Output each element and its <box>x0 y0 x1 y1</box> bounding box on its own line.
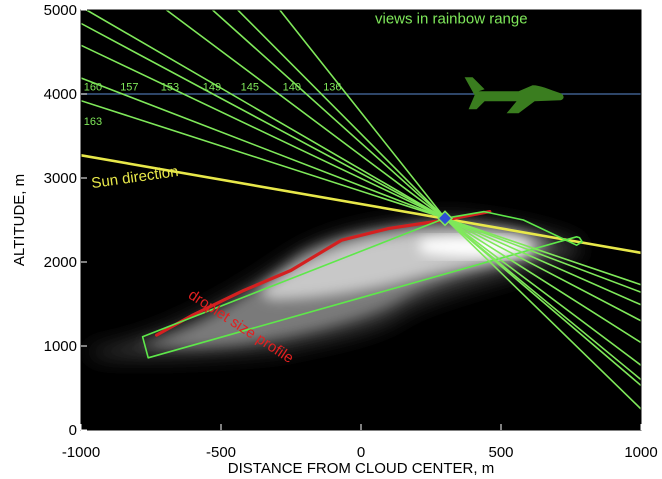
x-axis-label: DISTANCE FROM CLOUD CENTER, m <box>228 460 494 477</box>
y-tick-label: 2000 <box>44 254 77 271</box>
axes: -1000 -500 0 500 1000 0 1000 2000 3000 4000 5000 <box>44 2 658 461</box>
y-tick-label: 0 <box>69 422 77 439</box>
y-tick-label: 1000 <box>44 338 77 355</box>
series-cloud-outline <box>141 210 584 359</box>
series-sun-direction <box>81 154 641 255</box>
view-angle-label: 149 <box>203 82 221 94</box>
focus-point-marker <box>436 210 454 227</box>
view-angle-label: 157 <box>120 82 138 94</box>
data-layer <box>81 10 641 410</box>
x-tick-label: 500 <box>488 444 513 461</box>
y-axis-label: ALTITUDE, m <box>11 174 28 266</box>
x-tick-label: 0 <box>357 444 365 461</box>
view-angle-label: 140 <box>283 82 301 94</box>
y-tick-label: 5000 <box>44 2 77 19</box>
y-tick-label: 4000 <box>44 86 77 103</box>
y-tick-label: 3000 <box>44 170 77 187</box>
view-angle-label: 145 <box>241 82 259 94</box>
view-angle-label: 160 <box>84 82 102 94</box>
x-tick-label: -500 <box>206 444 236 461</box>
airplane-icon <box>464 77 564 114</box>
view-angle-label: 136 <box>323 82 341 94</box>
x-tick-label: 1000 <box>624 444 657 461</box>
plot-background <box>81 10 641 430</box>
view-angle-label: 163 <box>84 116 102 128</box>
x-tick-label: -1000 <box>62 444 100 461</box>
view-angle-label: 153 <box>161 82 179 94</box>
chart-annotation: views in rainbow range <box>375 10 528 27</box>
cloud-body <box>85 217 581 358</box>
